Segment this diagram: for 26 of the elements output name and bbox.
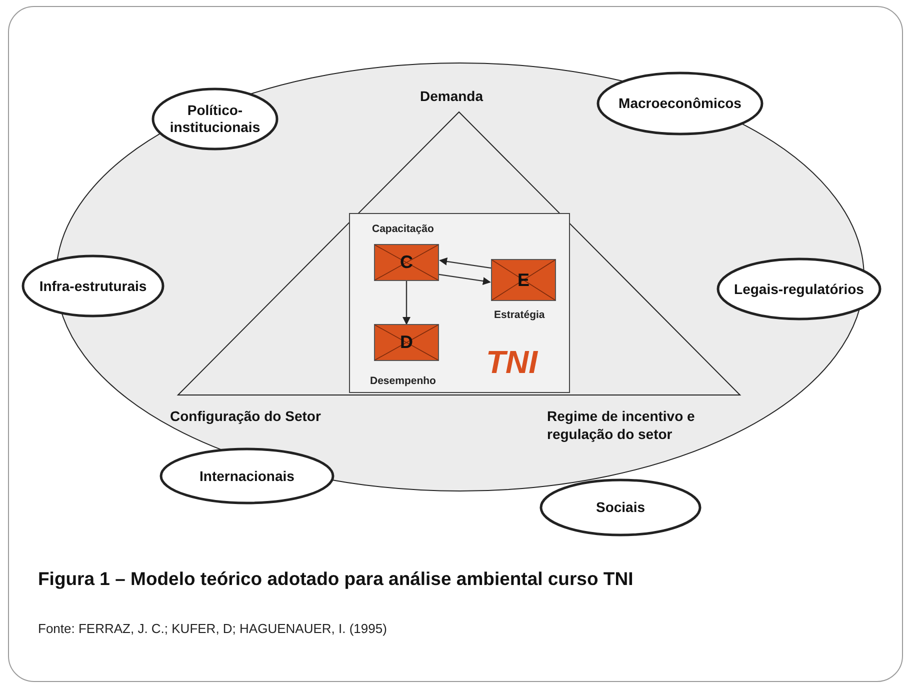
- box-caption: Estratégia: [494, 309, 545, 321]
- vertex-label: Demanda: [420, 88, 484, 106]
- factor-label: Legais-regulatórios: [733, 280, 865, 298]
- figure-caption: Figura 1 – Modelo teórico adotado para análise ambiental curso TNI: [38, 568, 634, 590]
- factor-label: Sociais: [594, 499, 646, 516]
- factor-label: Macroeconômicos: [618, 95, 742, 112]
- arrow: [402, 281, 410, 325]
- vertex-label: Regime de incentivo e regulação do setor: [547, 408, 696, 443]
- arrow: [438, 274, 491, 285]
- factor-ellipse: [540, 479, 701, 536]
- component-box: D: [374, 324, 439, 361]
- tni-frame: [349, 213, 570, 393]
- factor-ellipse: [717, 258, 881, 320]
- component-box: C: [374, 244, 439, 281]
- arrow: [439, 258, 492, 269]
- component-box: E: [491, 259, 556, 301]
- factor-ellipse: [160, 448, 334, 504]
- factor-label: Internacionais: [198, 468, 296, 484]
- source-note: Fonte: FERRAZ, J. C.; KUFER, D; HAGUENAUER, I. (1995): [38, 621, 387, 636]
- tni-label: TNI: [486, 344, 538, 381]
- factor-ellipse: [22, 255, 164, 317]
- box-caption: Desempenho: [370, 375, 436, 387]
- vertex-label: Configuração do Setor: [170, 408, 321, 426]
- box-caption: Capacitação: [372, 223, 434, 235]
- factor-label: Infra-estruturais: [38, 278, 148, 294]
- factor-label: Político-institucionais: [168, 102, 262, 136]
